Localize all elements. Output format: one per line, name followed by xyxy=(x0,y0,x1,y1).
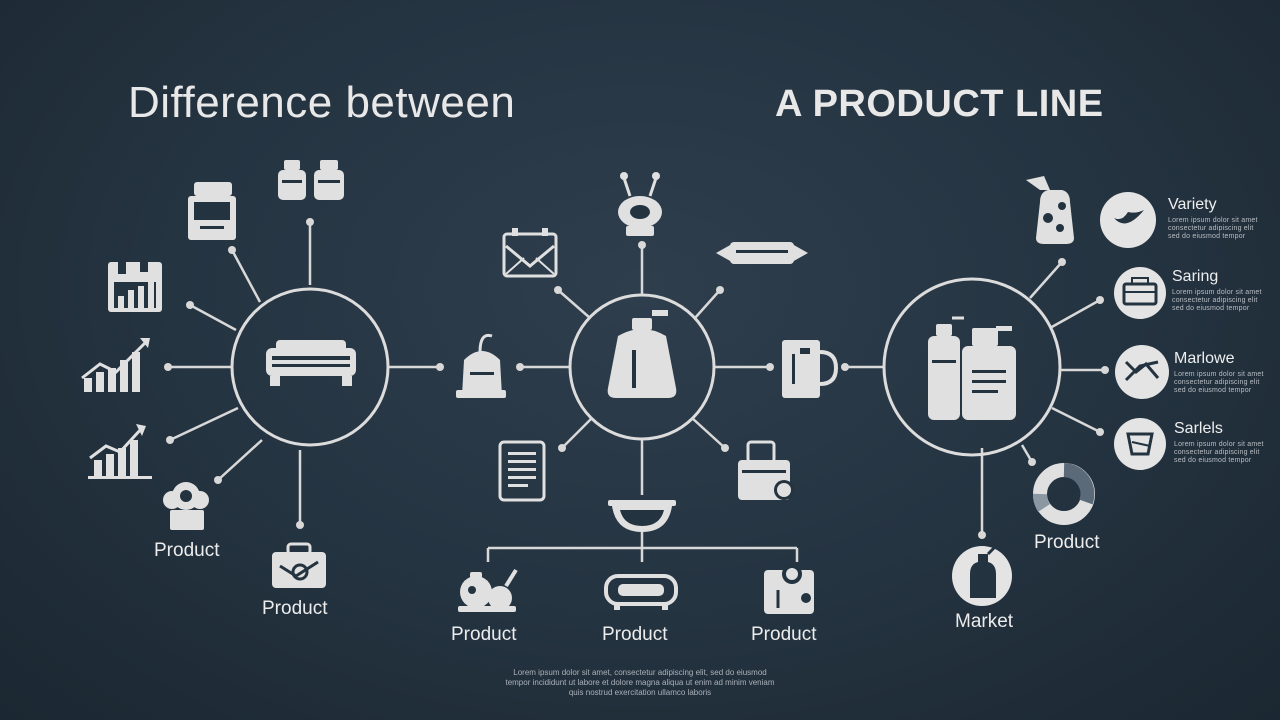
side-item-desc: sed do eiusmod tempor xyxy=(1174,387,1252,394)
growth-chart-icon xyxy=(81,338,150,392)
lunchbox-icon xyxy=(738,440,794,500)
side-item-desc: sed do eiusmod tempor xyxy=(1168,233,1246,240)
left-product-label-1: Product xyxy=(154,540,220,561)
side-item-variety: Variety Lorem ipsum dolor sit amet conse… xyxy=(1168,196,1280,241)
side-item-marlowe: Marlowe Lorem ipsum dolor sit amet conse… xyxy=(1174,350,1280,395)
footer-caption: Lorem ipsum dolor sit amet, consectetur … xyxy=(440,668,840,698)
connector-dots xyxy=(164,218,1109,539)
cabinet-icon xyxy=(188,182,236,240)
side-item-title: Variety xyxy=(1168,196,1217,213)
side-item-title: Marlowe xyxy=(1174,350,1235,367)
side-item-desc: sed do eiusmod tempor xyxy=(1172,305,1250,312)
cosmetic-bottles-icon xyxy=(928,316,1016,420)
bowl-icon xyxy=(608,500,676,532)
spray-bottle-icon xyxy=(1026,176,1074,244)
left-product-label-2: Product xyxy=(262,598,328,619)
side-item-desc: consectetur adipiscing elit xyxy=(1174,449,1260,456)
tablet-icon xyxy=(498,440,546,502)
footer-line: Lorem ipsum dolor sit amet, consectetur … xyxy=(513,668,767,677)
side-item-desc: Lorem ipsum dolor sit amet xyxy=(1174,371,1264,378)
side-item-desc: Lorem ipsum dolor sit amet xyxy=(1168,217,1258,224)
right-hub-circle xyxy=(882,277,1062,457)
side-item-desc: sed do eiusmod tempor xyxy=(1174,457,1252,464)
tray-icon xyxy=(604,574,678,610)
bar-chart-icon xyxy=(108,262,162,312)
side-item-desc: Lorem ipsum dolor sit amet xyxy=(1172,289,1262,296)
side-item-sarlels: Sarlels Lorem ipsum dolor sit amet conse… xyxy=(1174,420,1280,465)
bag-icon xyxy=(272,542,326,588)
side-item-saring: Saring Lorem ipsum dolor sit amet consec… xyxy=(1172,268,1280,313)
page-title-left: Difference between xyxy=(128,78,516,127)
left-hub-circle xyxy=(230,287,390,447)
footer-line: tempor incididunt ut labore et dolore ma… xyxy=(505,678,775,687)
bell-icon xyxy=(456,333,506,398)
side-item-desc: consectetur adipiscing elit xyxy=(1174,379,1260,386)
sofa-icon xyxy=(266,340,356,386)
center-product-label-1: Product xyxy=(451,624,517,645)
sarlels-icon xyxy=(1114,418,1166,470)
jars-icon xyxy=(278,160,344,200)
market-label: Market xyxy=(955,611,1014,632)
center-product-label-2: Product xyxy=(602,624,668,645)
donut-chart-icon xyxy=(1033,463,1095,525)
connector-lines xyxy=(168,222,1105,562)
bottle-icon xyxy=(607,310,677,398)
center-product-label-3: Product xyxy=(751,624,817,645)
saring-icon xyxy=(1114,267,1166,319)
variety-icon xyxy=(1100,192,1156,248)
side-item-title: Sarlels xyxy=(1174,420,1223,437)
side-item-title: Saring xyxy=(1172,268,1219,285)
side-item-desc: Lorem ipsum dolor sit amet xyxy=(1174,441,1264,448)
market-icon xyxy=(952,544,1012,606)
trend-chart-icon xyxy=(88,424,152,479)
marlowe-icon xyxy=(1115,345,1169,399)
footer-line: quis nostrud exercitation ullamco labori… xyxy=(568,688,712,697)
chef-hat-icon xyxy=(163,482,209,530)
mug-icon xyxy=(782,340,839,398)
envelope-icon xyxy=(502,228,558,278)
pot-icon xyxy=(618,172,662,236)
tag-icon xyxy=(764,564,814,614)
teapot-cup-icon xyxy=(458,568,518,612)
candy-icon xyxy=(716,242,808,264)
center-hub-circle xyxy=(568,293,716,441)
right-product-label: Product xyxy=(1034,532,1100,553)
side-item-desc: consectetur adipiscing elit xyxy=(1172,297,1258,304)
page-title-right: A PRODUCT LINE xyxy=(775,83,1104,125)
side-item-desc: consectetur adipiscing elit xyxy=(1168,225,1254,232)
